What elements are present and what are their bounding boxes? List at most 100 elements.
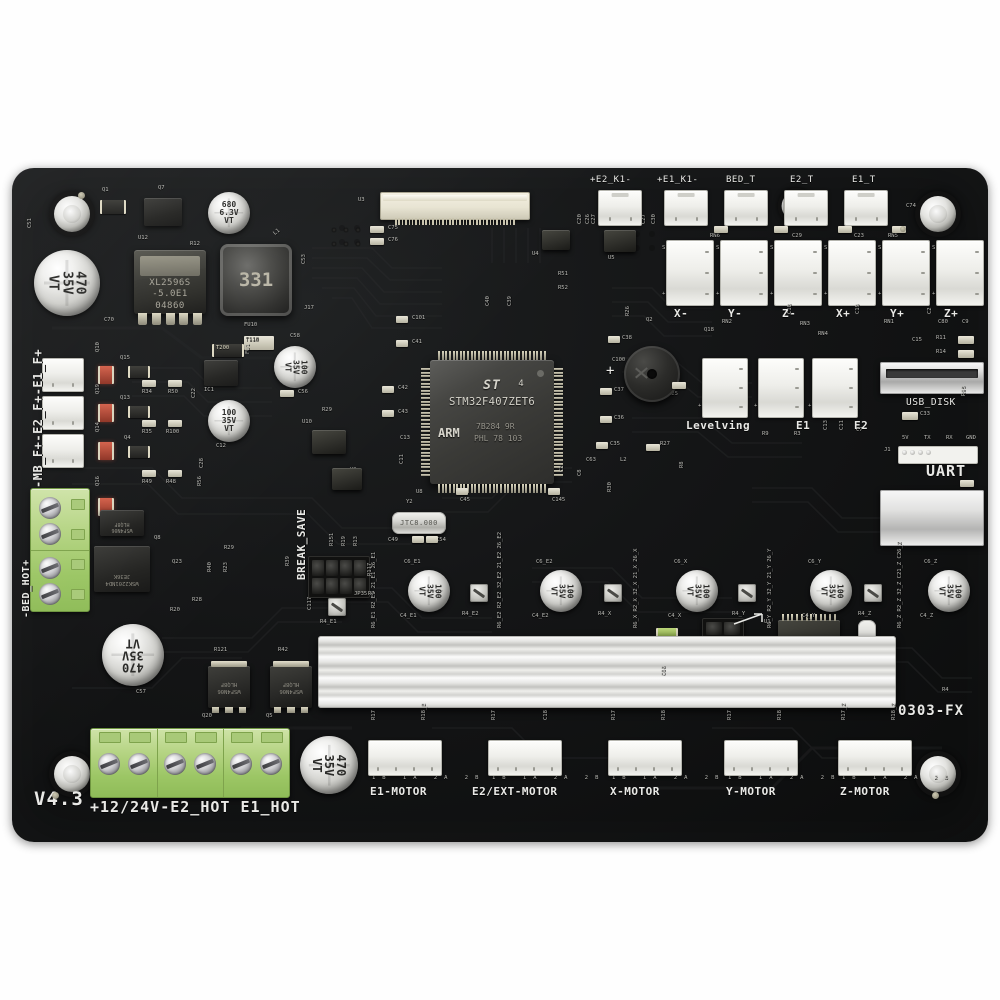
connector-e1-k1[interactable] <box>664 190 708 226</box>
connector-endstop-x-max[interactable] <box>828 240 876 306</box>
connector-fan-e1[interactable] <box>42 434 84 468</box>
transistor-q4 <box>128 446 150 458</box>
screw-pwr-2[interactable] <box>128 753 150 775</box>
terminal-bed-hot[interactable] <box>30 488 90 612</box>
screw-pwr-1[interactable] <box>98 753 120 775</box>
connector-lcd-ffc[interactable] <box>380 192 530 225</box>
connector-endstop-y-max[interactable] <box>882 240 930 306</box>
screw-pwr-3[interactable] <box>164 753 186 775</box>
uart-header[interactable] <box>898 446 978 464</box>
connector-endstop-z-max[interactable] <box>936 240 984 306</box>
refdes-rn5: RN5 <box>888 233 898 239</box>
connector-e2-ext-motor[interactable] <box>488 740 562 776</box>
usb-disk-label: USB_DISK <box>906 397 956 408</box>
connector-z-motor[interactable] <box>838 740 912 776</box>
trimpot-r4-z[interactable] <box>864 584 882 602</box>
smd-r48 <box>168 470 182 477</box>
connector-e2-thermistor[interactable] <box>784 190 828 226</box>
connector-endstop-z-min[interactable] <box>774 240 822 306</box>
screw-pwr-6[interactable] <box>260 753 282 775</box>
cap-c33-body <box>902 412 918 420</box>
refdes-r3: R3 <box>794 431 801 437</box>
cap-c6x-value: 100 <box>701 583 711 599</box>
smd-c35 <box>596 442 608 449</box>
usb-b-port[interactable] <box>880 490 984 546</box>
led-q10 <box>98 366 114 384</box>
screw-bed-2[interactable] <box>39 523 61 545</box>
refdes-c70: C70 <box>104 317 114 323</box>
connector-e1-thermistor[interactable] <box>844 190 888 226</box>
endstop-pin-plus-zp: + <box>932 291 936 297</box>
refdes-r39: R29 <box>224 545 234 551</box>
label-r4-y: R4_Y <box>732 611 746 617</box>
via-1 <box>332 228 336 232</box>
connector-fan-e2[interactable] <box>42 396 84 430</box>
screw-pwr-4[interactable] <box>194 753 216 775</box>
connector-x-motor[interactable] <box>608 740 682 776</box>
trimpot-r4-y[interactable] <box>738 584 756 602</box>
cap-c6y-value: 100 <box>835 583 845 599</box>
connector-e2-aux[interactable] <box>812 358 858 418</box>
smd-c25 <box>672 382 686 389</box>
trimpot-r4-e2[interactable] <box>470 584 488 602</box>
mounting-hole-top-right <box>920 196 956 232</box>
smd-c29 <box>774 226 788 233</box>
cap-c6e2-value: 100 <box>565 583 575 599</box>
via-3 <box>356 228 360 232</box>
cap-c6x-voltage: 35V <box>693 583 703 599</box>
gold-pad-3 <box>932 792 939 799</box>
refdes-q15: Q15 <box>120 355 130 361</box>
connector-endstop-y-min[interactable] <box>720 240 768 306</box>
screw-bed-4[interactable] <box>39 583 61 605</box>
refdes-q5: Q5 <box>266 713 273 719</box>
refdes-r51: R51 <box>558 271 568 277</box>
bed-terminal-label: -BED_HOT+ <box>21 559 32 618</box>
refdes-u5: U5 <box>608 255 615 261</box>
refdes-c2: C2 <box>927 307 933 314</box>
connector-endstop-x-min[interactable] <box>666 240 714 306</box>
connector-e2-k1[interactable] <box>598 190 642 226</box>
cap-c12-value: 100 <box>221 407 237 417</box>
terminal-power-input[interactable] <box>90 728 290 798</box>
refdes-r28: R28 <box>192 597 202 603</box>
refdes-r4-e1: R4_E1 <box>320 619 337 625</box>
led-q19 <box>98 404 114 422</box>
connector-fan-mb[interactable] <box>42 358 84 392</box>
refdes-r17e: R17_Z <box>841 703 847 720</box>
connector-bed-thermistor[interactable] <box>724 190 768 226</box>
trimpot-r4-e1[interactable] <box>328 598 346 616</box>
gold-pad-1 <box>78 192 85 199</box>
cap-c12-voltage: 35V <box>221 415 237 425</box>
cap-c50-series: VT <box>224 216 234 226</box>
smd-c49 <box>412 536 424 543</box>
refdes-c9: C9 <box>962 319 969 325</box>
refdes-c13: C13 <box>400 435 410 441</box>
refdes-q7: Q7 <box>158 185 165 191</box>
connector-y-motor[interactable] <box>724 740 798 776</box>
screw-bed-3[interactable] <box>39 557 61 579</box>
refdes-r18c: R18 <box>661 710 667 720</box>
screw-bed-1[interactable] <box>39 497 61 519</box>
trimpot-r4-x[interactable] <box>604 584 622 602</box>
usb-a-port[interactable] <box>880 362 984 394</box>
refdes-c18: C18 <box>787 304 793 314</box>
smd-r27 <box>646 444 660 451</box>
screw-pwr-5[interactable] <box>230 753 252 775</box>
refdes-r121: R121 <box>214 647 228 653</box>
pcb-traces <box>52 225 972 790</box>
cap-c58-series: VT <box>282 362 292 372</box>
label-c6-y: C6_Y <box>808 559 822 565</box>
refdes-c41: C41 <box>412 339 422 345</box>
refdes-c57: C57 <box>136 689 146 695</box>
cap-c58-voltage: 35V <box>291 359 301 375</box>
uart-pin-tx: TX <box>924 435 931 441</box>
connector-e1-motor[interactable] <box>368 740 442 776</box>
refdes-l2: L2 <box>620 457 627 463</box>
cap-c75-body <box>370 226 384 233</box>
motor-pins-z: 1B 1A 2A 2B <box>842 775 956 781</box>
connector-e1-aux[interactable] <box>758 358 804 418</box>
break-save-header[interactable] <box>308 556 370 598</box>
smd-c23 <box>838 226 852 233</box>
refdes-u12: U12 <box>138 235 148 241</box>
connector-leveling-probe[interactable] <box>702 358 748 418</box>
